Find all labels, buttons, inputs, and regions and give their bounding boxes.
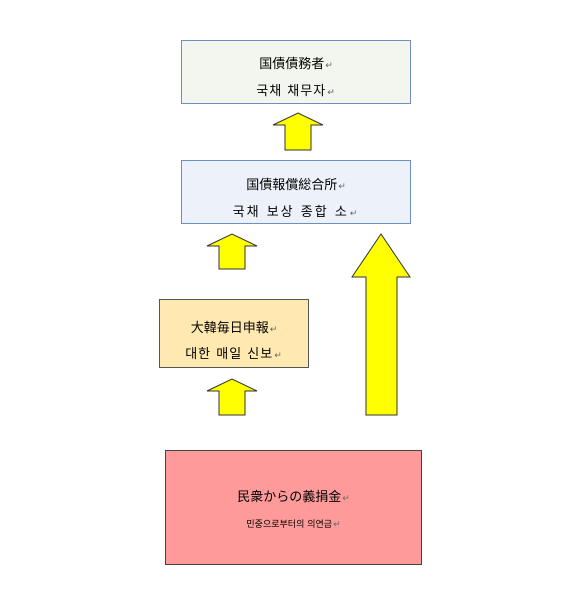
office-label-korean: 국채 보상 종합 소↵ (232, 205, 360, 220)
newspaper-label-korean: 대한 매일 신보↵ (185, 347, 283, 362)
arrow-newspaper-to-office (206, 233, 258, 270)
arrow-donation-to-newspaper (206, 378, 258, 416)
donation-label-korean: 민중으로부터의 의연금↵ (246, 520, 341, 530)
box-debt-repayment-office: 国債報償総合所↵ 국채 보상 종합 소↵ (181, 160, 411, 224)
box-daehan-maeil-sinbo: 大韓毎日申報↵ 대한 매일 신보↵ (159, 299, 309, 368)
donation-label-japanese: 民衆からの義捐金↵ (237, 490, 350, 505)
arrow-donation-to-office (351, 233, 411, 416)
debtor-label-korean: 국채 채무자↵ (256, 84, 336, 99)
arrow-office-to-debtor (272, 112, 324, 151)
office-label-japanese: 国債報償総合所↵ (246, 178, 346, 193)
box-public-donations: 民衆からの義捐金↵ 민중으로부터의 의연금↵ (165, 450, 422, 565)
debtor-label-japanese: 国債債務者↵ (259, 57, 333, 72)
box-national-debt-debtor: 国債債務者↵ 국채 채무자↵ (181, 40, 411, 104)
newspaper-label-japanese: 大韓毎日申報↵ (190, 321, 278, 336)
